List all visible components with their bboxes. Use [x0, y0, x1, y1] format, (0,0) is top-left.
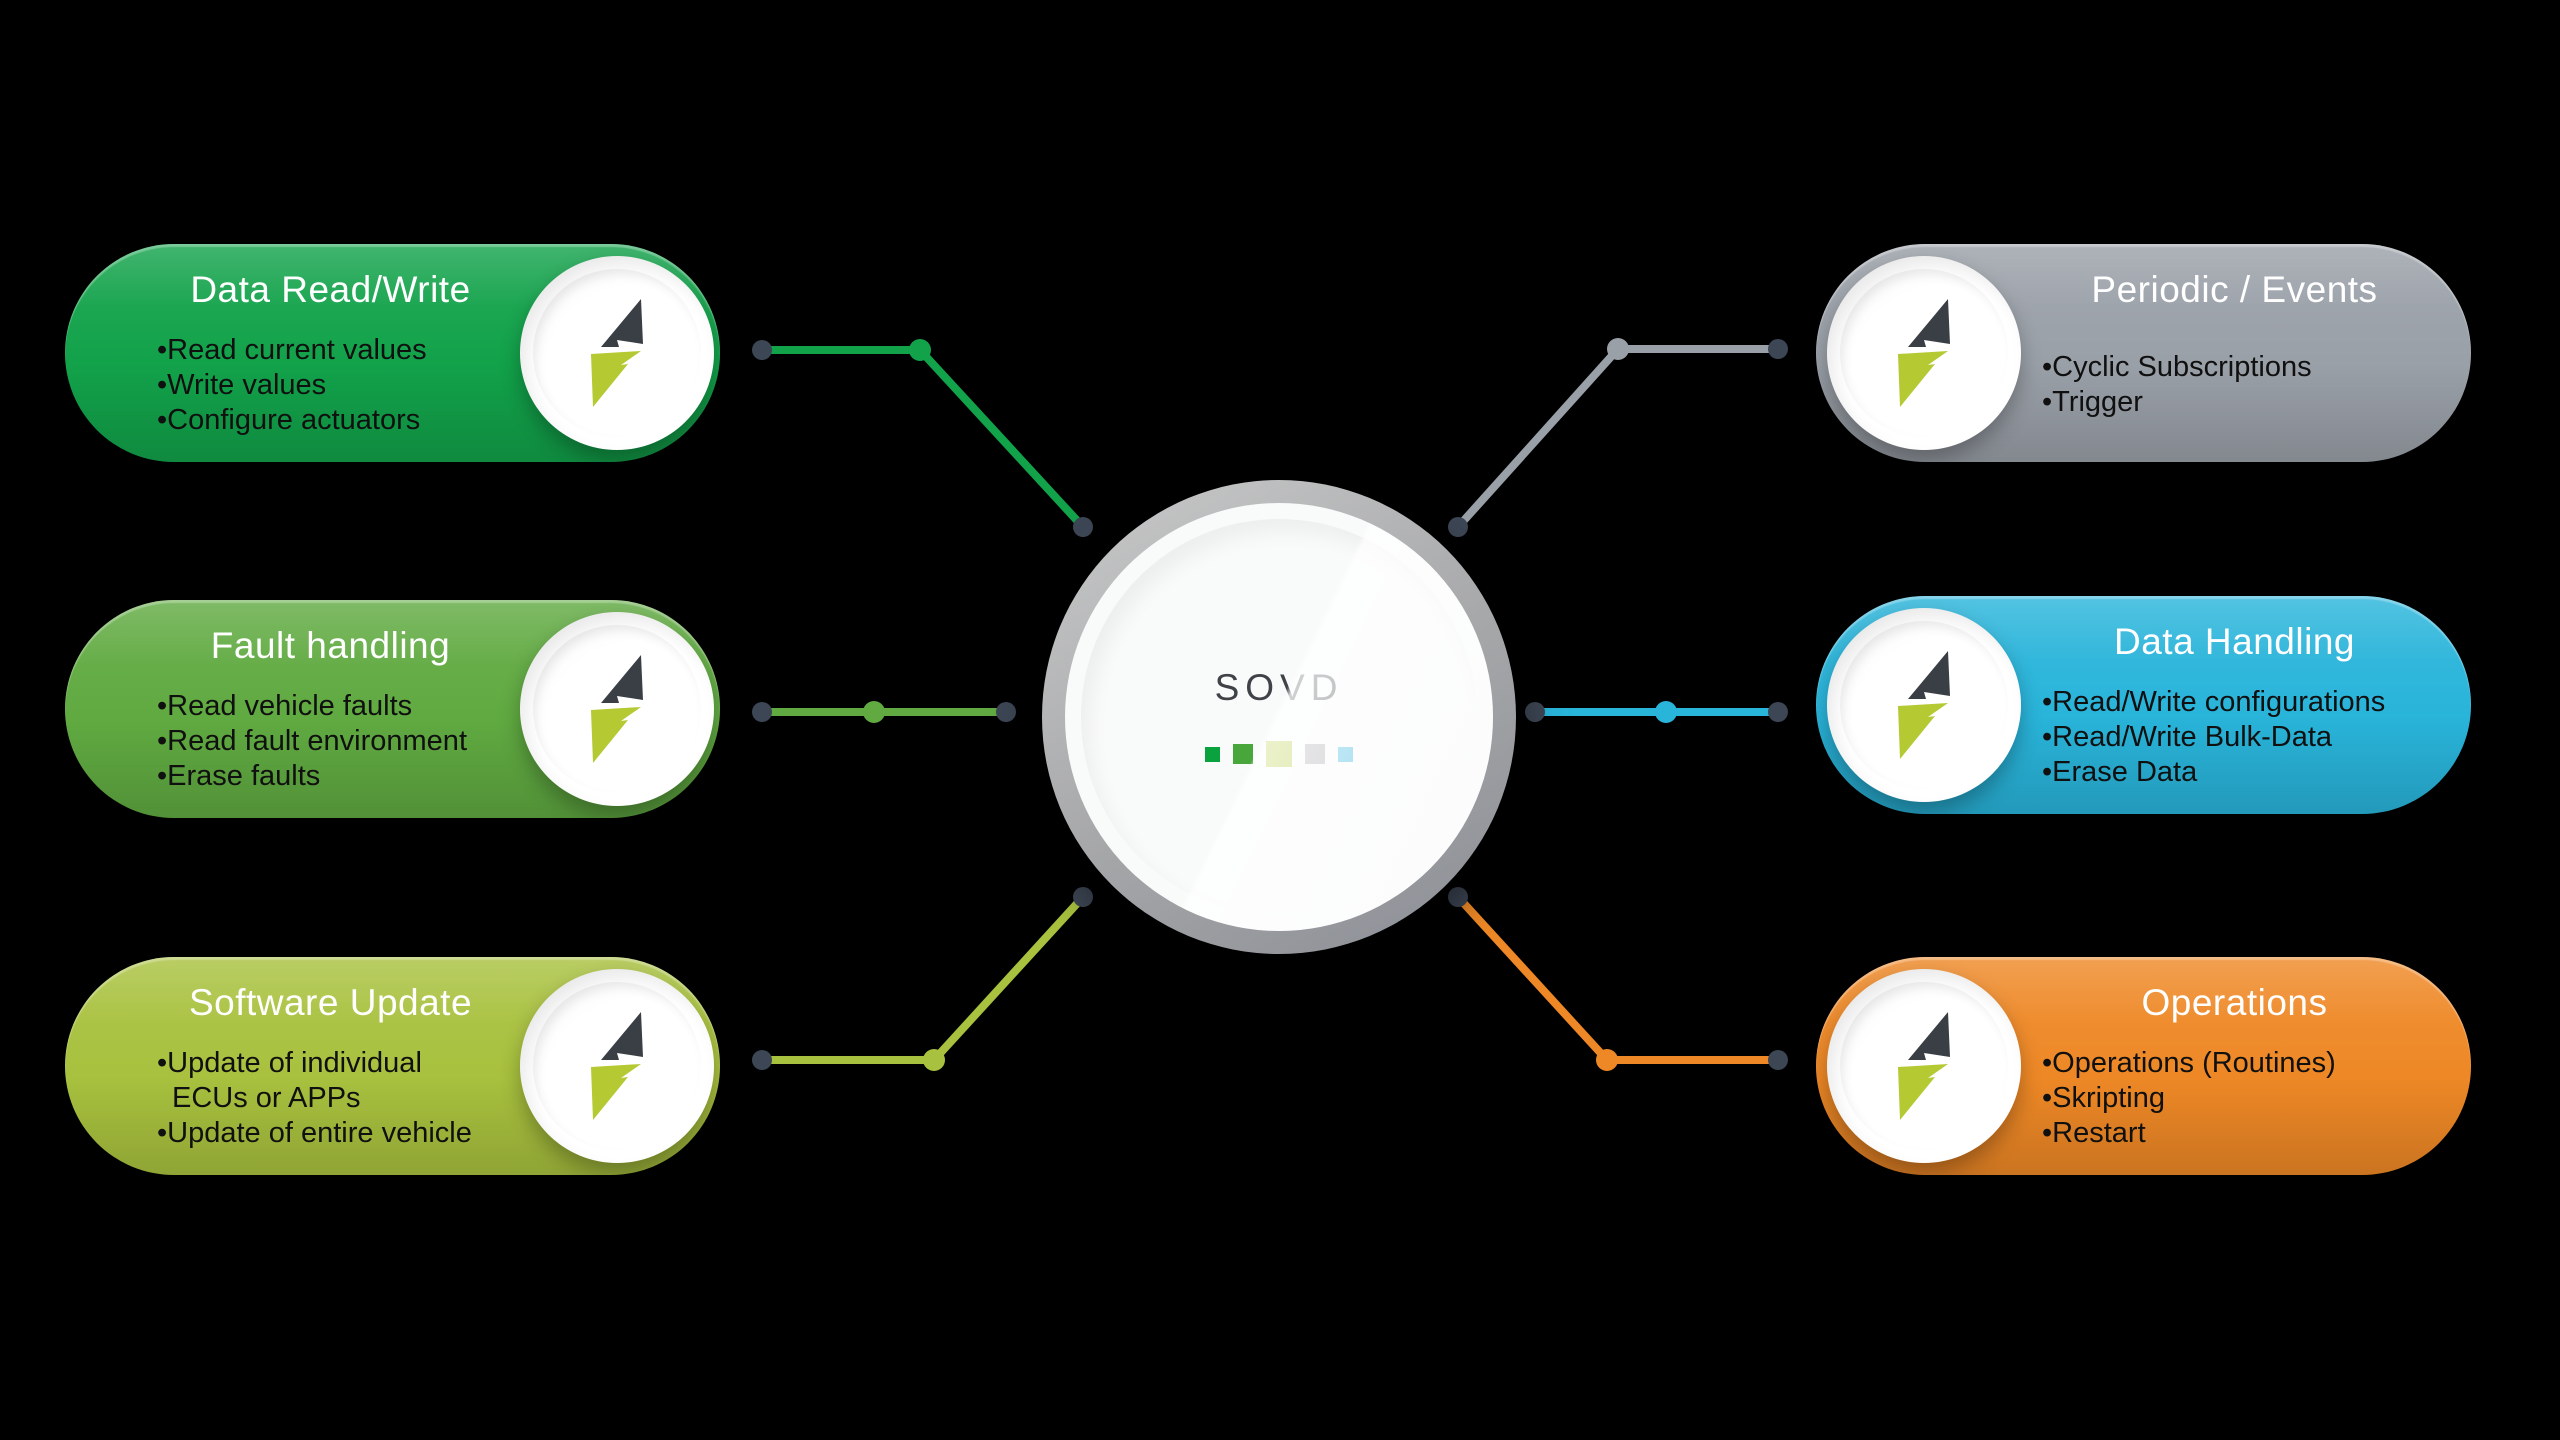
bolt-top: [1908, 1012, 1950, 1060]
icon-medallion: [1827, 608, 2021, 802]
icon-medallion: [520, 612, 714, 806]
card-bullet-list: Cyclic SubscriptionsTrigger: [2042, 318, 2427, 452]
connector-fault-handling: [752, 701, 1016, 723]
bullet-item: Operations (Routines): [2042, 1046, 2427, 1081]
card-data-handling: Data Handling Read/Write configurationsR…: [1816, 596, 2471, 814]
square-green-icon: [1205, 746, 1220, 762]
connector-data-read-write: [752, 339, 1093, 537]
lightning-bolt-icon: [591, 1012, 643, 1120]
card-content: Fault handling Read vehicle faultsRead f…: [157, 600, 504, 818]
bolt-bottom: [1898, 703, 1948, 759]
bullet-item: Trigger: [2042, 385, 2427, 420]
card-bullet-list: Update of individual ECUs or APPsUpdate …: [157, 1031, 504, 1165]
bullet-item: Update of individual ECUs or APPs: [157, 1046, 504, 1116]
card-content: Periodic / Events Cyclic SubscriptionsTr…: [2042, 244, 2427, 462]
bullet-item: Read vehicle faults: [157, 689, 504, 724]
connector-accent-node: [1655, 701, 1677, 723]
bullet-item: Cyclic Subscriptions: [2042, 350, 2427, 385]
connector-node: [1073, 517, 1093, 537]
card-content: Operations Operations (Routines)Skriptin…: [2042, 957, 2427, 1175]
connector-accent-node: [1607, 338, 1629, 360]
bullet-item: Erase Data: [2042, 755, 2427, 790]
hub-ring: SOVD: [1042, 480, 1516, 954]
card-title: Data Read/Write: [190, 269, 471, 310]
connector-node: [1448, 887, 1468, 907]
connector-data-handling: [1525, 701, 1788, 723]
connector-node: [1073, 887, 1093, 907]
connector-node: [1525, 702, 1545, 722]
bullet-item: Read/Write Bulk-Data: [2042, 720, 2427, 755]
card-content: Data Read/Write Read current valuesWrite…: [157, 244, 504, 462]
bolt-bottom: [1898, 1064, 1948, 1120]
bolt-bottom: [591, 351, 641, 407]
square-gray-icon: [1305, 744, 1325, 764]
card-bullet-list: Read vehicle faultsRead fault environmen…: [157, 674, 504, 808]
card-operations: Operations Operations (Routines)Skriptin…: [1816, 957, 2471, 1175]
card-title: Data Handling: [2114, 621, 2355, 662]
icon-medallion: [1827, 969, 2021, 1163]
bullet-item: Write values: [157, 368, 504, 403]
card-data-read-write: Data Read/Write Read current valuesWrite…: [65, 244, 720, 462]
icon-medallion: [1827, 256, 2021, 450]
lightning-bolt-icon: [1898, 1012, 1950, 1120]
connector-node: [752, 702, 772, 722]
connector-operations: [1448, 887, 1788, 1071]
bullet-item: Read/Write configurations: [2042, 685, 2427, 720]
lightning-bolt-icon: [591, 299, 643, 407]
connector-node: [1768, 1050, 1788, 1070]
card-bullet-list: Read current valuesWrite valuesConfigure…: [157, 318, 504, 452]
card-periodic-events: Periodic / Events Cyclic SubscriptionsTr…: [1816, 244, 2471, 462]
connector-node: [1768, 702, 1788, 722]
card-title: Software Update: [188, 982, 473, 1023]
connector-node: [996, 702, 1016, 722]
lightning-bolt-icon: [591, 655, 643, 763]
card-bullet-list: Read/Write configurationsRead/Write Bulk…: [2042, 670, 2427, 804]
card-bullet-list: Operations (Routines)SkriptingRestart: [2042, 1031, 2427, 1165]
bolt-bottom: [591, 707, 641, 763]
connector-accent-node: [1596, 1049, 1618, 1071]
square-mid-green-icon: [1233, 744, 1253, 764]
card-fault-handling: Fault handling Read vehicle faultsRead f…: [65, 600, 720, 818]
hub-face: SOVD: [1065, 503, 1493, 931]
connector-accent-node: [909, 339, 931, 361]
bullet-item: Restart: [2042, 1116, 2427, 1151]
card-software-update: Software Update Update of individual ECU…: [65, 957, 720, 1175]
connector-periodic-events: [1448, 338, 1788, 537]
bolt-top: [1908, 651, 1950, 699]
connector-node: [752, 340, 772, 360]
connector-node: [1768, 339, 1788, 359]
bolt-bottom: [591, 1064, 641, 1120]
card-title: Operations: [2141, 982, 2328, 1023]
bolt-top: [1908, 299, 1950, 347]
hub-title: SOVD: [1214, 667, 1344, 708]
bolt-top: [601, 1012, 643, 1060]
card-title: Periodic / Events: [2091, 269, 2378, 310]
bullet-item: Skripting: [2042, 1081, 2427, 1116]
bullet-item: Update of entire vehicle: [157, 1116, 504, 1151]
lightning-bolt-icon: [1898, 651, 1950, 759]
connector-accent-node: [923, 1049, 945, 1071]
bolt-top: [601, 655, 643, 703]
connector-node: [752, 1050, 772, 1070]
lightning-bolt-icon: [1898, 299, 1950, 407]
square-cyan-icon: [1338, 746, 1353, 762]
bolt-top: [601, 299, 643, 347]
bullet-item: Read fault environment: [157, 724, 504, 759]
square-yellow-green-icon: [1266, 741, 1292, 767]
connector-node: [1448, 517, 1468, 537]
connector-accent-node: [863, 701, 885, 723]
card-content: Data Handling Read/Write configurationsR…: [2042, 596, 2427, 814]
hub-squares: [1205, 741, 1353, 767]
bullet-item: Configure actuators: [157, 403, 504, 438]
card-content: Software Update Update of individual ECU…: [157, 957, 504, 1175]
bullet-item: Erase faults: [157, 759, 504, 794]
icon-medallion: [520, 969, 714, 1163]
icon-medallion: [520, 256, 714, 450]
connector-software-update: [752, 887, 1093, 1071]
bullet-item: Read current values: [157, 333, 504, 368]
card-title: Fault handling: [210, 625, 451, 666]
bolt-bottom: [1898, 351, 1948, 407]
